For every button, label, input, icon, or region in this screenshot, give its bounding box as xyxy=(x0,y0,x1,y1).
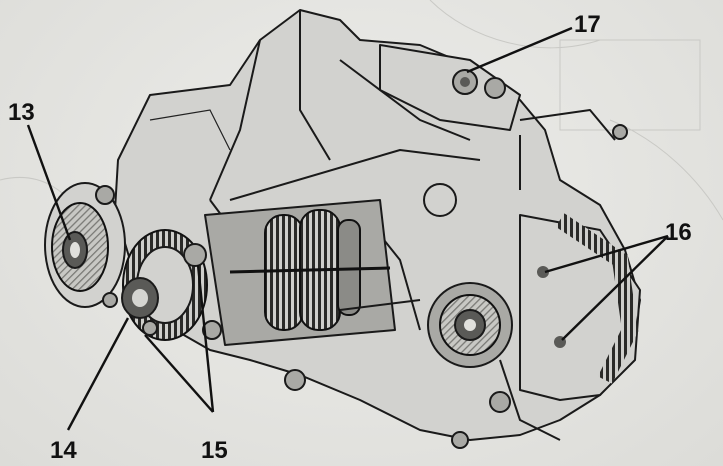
leader-17 xyxy=(466,26,573,74)
leader-14 xyxy=(66,317,130,431)
callout-16: 16 xyxy=(665,219,692,246)
leader-16b xyxy=(561,235,669,341)
callouts: 13 14 15 16 17 xyxy=(8,11,692,464)
bell-housing-16 xyxy=(284,213,641,449)
background-sketch xyxy=(0,0,723,231)
leader-lines xyxy=(26,26,669,431)
callout-13: 13 xyxy=(8,99,35,126)
callout-15: 15 xyxy=(201,437,228,464)
leader-13 xyxy=(26,124,72,241)
center-gear-cluster xyxy=(229,209,391,331)
leader-15b xyxy=(196,264,215,413)
end-cover-13 xyxy=(44,182,126,308)
shift-mechanism xyxy=(379,44,628,217)
leader-16a xyxy=(544,234,669,274)
callout-14: 14 xyxy=(50,437,77,464)
callout-17: 17 xyxy=(574,11,601,38)
left-gear-pair xyxy=(121,229,222,341)
leader-15a xyxy=(144,334,214,413)
